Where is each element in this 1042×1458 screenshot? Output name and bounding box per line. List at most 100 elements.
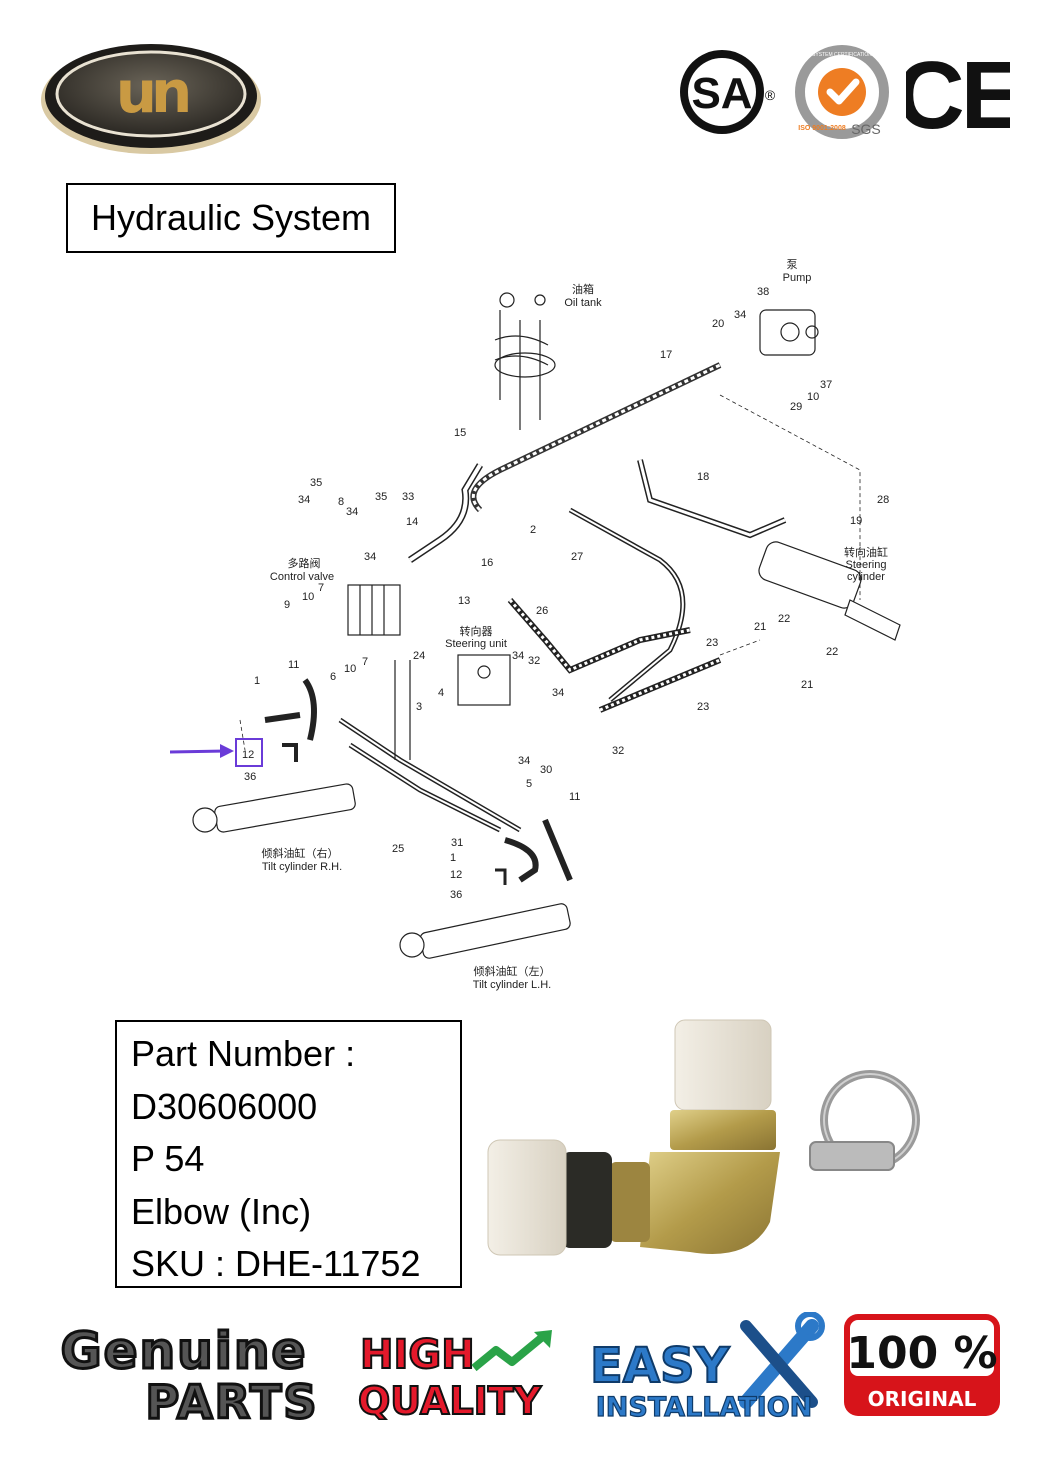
- svg-text:38: 38: [757, 286, 769, 298]
- svg-text:Oil tank: Oil tank: [564, 297, 602, 309]
- svg-text:12: 12: [242, 749, 254, 761]
- svg-text:34: 34: [518, 755, 530, 767]
- svg-text:11: 11: [288, 659, 299, 671]
- diagram-linework: [192, 292, 901, 959]
- svg-text:Genuine: Genuine: [61, 1322, 308, 1380]
- svg-text:8: 8: [338, 496, 344, 508]
- svg-text:29: 29: [790, 401, 802, 413]
- svg-text:28: 28: [877, 494, 889, 506]
- svg-text:25: 25: [392, 843, 404, 855]
- part-sku: SKU : DHE-11752: [131, 1243, 421, 1284]
- svg-text:倾斜油缸（右）: 倾斜油缸（右）: [262, 846, 339, 860]
- svg-text:Pump: Pump: [783, 272, 812, 284]
- svg-text:倾斜油缸（左）: 倾斜油缸（左）: [474, 964, 551, 978]
- svg-text:SA: SA: [691, 69, 752, 118]
- svg-text:5: 5: [526, 778, 532, 790]
- svg-text:22: 22: [778, 613, 790, 625]
- svg-text:32: 32: [528, 655, 540, 667]
- svg-text:34: 34: [364, 551, 376, 563]
- svg-text:24: 24: [413, 650, 425, 662]
- hose-clamp-image: [809, 1070, 920, 1171]
- svg-text:CE: CE: [906, 44, 1010, 140]
- svg-text:ORIGINAL: ORIGINAL: [868, 1387, 977, 1411]
- svg-text:15: 15: [454, 427, 466, 439]
- svg-text:11: 11: [569, 791, 580, 803]
- svg-text:10: 10: [807, 391, 819, 403]
- brand-logo: un: [41, 44, 261, 154]
- svg-text:34: 34: [298, 494, 310, 506]
- svg-text:36: 36: [450, 889, 462, 901]
- svg-text:34: 34: [512, 650, 524, 662]
- wrench-screwdriver-icon: [739, 1312, 825, 1409]
- highlight-box: [235, 738, 263, 767]
- svg-text:Control valve: Control valve: [270, 571, 334, 583]
- part-page: P 54: [131, 1138, 205, 1179]
- svg-text:32: 32: [612, 745, 624, 757]
- svg-text:1: 1: [254, 675, 260, 687]
- svg-text:QUALITY: QUALITY: [358, 1379, 542, 1420]
- svg-text:34: 34: [734, 309, 746, 321]
- svg-text:30: 30: [540, 764, 552, 776]
- svg-text:17: 17: [660, 349, 672, 361]
- svg-text:31: 31: [451, 837, 463, 849]
- elbow-fitting-image: [487, 1019, 780, 1256]
- svg-text:34: 34: [552, 687, 564, 699]
- part-number-label: Part Number :: [131, 1033, 356, 1074]
- logo-text: un: [116, 58, 188, 126]
- original-badge: 100 % ORIGINAL: [844, 1314, 1000, 1416]
- svg-text:22: 22: [826, 646, 838, 658]
- ce-mark-logo: CE: [906, 44, 1010, 140]
- svg-text:®: ®: [765, 87, 776, 103]
- svg-text:12: 12: [450, 869, 462, 881]
- part-description: Elbow (Inc): [131, 1190, 312, 1232]
- svg-text:SGS: SGS: [851, 121, 881, 137]
- svg-text:23: 23: [697, 701, 709, 713]
- svg-text:16: 16: [481, 557, 493, 569]
- callout-numbers: 38 20 34 17 37 10 29 15 18 28 19 35 34 8…: [242, 286, 889, 901]
- svg-text:7: 7: [318, 582, 324, 594]
- svg-text:10: 10: [302, 591, 314, 603]
- svg-text:2: 2: [530, 524, 536, 536]
- svg-text:23: 23: [706, 637, 718, 649]
- sgs-iso-certification-logo: SYSTEM CERTIFICATION ISO 9001:2008 SGS: [795, 45, 889, 139]
- svg-text:Steering: Steering: [846, 559, 887, 571]
- svg-text:PARTS: PARTS: [146, 1375, 319, 1426]
- highlight-arrow: [170, 749, 227, 754]
- page-title: Hydraulic System: [66, 183, 396, 253]
- svg-text:10: 10: [344, 663, 356, 675]
- component-labels: 泵 Pump 油箱 Oil tank 多路阀 Control valve 转向器…: [262, 258, 889, 991]
- svg-text:34: 34: [346, 506, 358, 518]
- svg-text:6: 6: [330, 671, 336, 683]
- svg-text:13: 13: [458, 595, 470, 607]
- highlight-arrowhead: [220, 744, 234, 758]
- svg-text:26: 26: [536, 605, 548, 617]
- svg-text:7: 7: [362, 656, 368, 668]
- svg-text:21: 21: [754, 621, 766, 633]
- svg-text:35: 35: [375, 491, 387, 503]
- svg-text:Tilt cylinder L.H.: Tilt cylinder L.H.: [473, 979, 551, 991]
- svg-text:ISO 9001:2008: ISO 9001:2008: [798, 125, 846, 132]
- svg-text:100 %: 100 %: [846, 1328, 997, 1379]
- svg-text:EASY: EASY: [590, 1338, 731, 1394]
- easy-installation-badge: EASY INSTALLATION: [589, 1312, 825, 1422]
- genuine-parts-badge: Genuine PARTS: [59, 1322, 319, 1426]
- svg-text:油箱: 油箱: [572, 282, 594, 296]
- svg-text:cylinder: cylinder: [847, 571, 885, 583]
- svg-text:35: 35: [310, 477, 322, 489]
- svg-text:转向器: 转向器: [460, 624, 493, 638]
- svg-text:SYSTEM CERTIFICATION: SYSTEM CERTIFICATION: [812, 52, 872, 58]
- svg-text:HIGH: HIGH: [360, 1332, 475, 1378]
- svg-text:14: 14: [406, 516, 418, 528]
- svg-text:9: 9: [284, 599, 290, 611]
- svg-text:Tilt cylinder R.H.: Tilt cylinder R.H.: [262, 861, 342, 873]
- svg-text:27: 27: [571, 551, 583, 563]
- product-photo: [487, 1019, 920, 1256]
- part-info-box: Part Number : D30606000 P 54 Elbow (Inc)…: [115, 1020, 462, 1288]
- svg-text:20: 20: [712, 318, 724, 330]
- trend-arrow-icon: [471, 1330, 549, 1372]
- hydraulic-system-diagram: 泵 Pump 油箱 Oil tank 多路阀 Control valve 转向器…: [170, 258, 901, 991]
- svg-text:36: 36: [244, 771, 256, 783]
- svg-text:1: 1: [450, 852, 456, 864]
- svg-text:4: 4: [438, 687, 444, 699]
- svg-text:18: 18: [697, 471, 709, 483]
